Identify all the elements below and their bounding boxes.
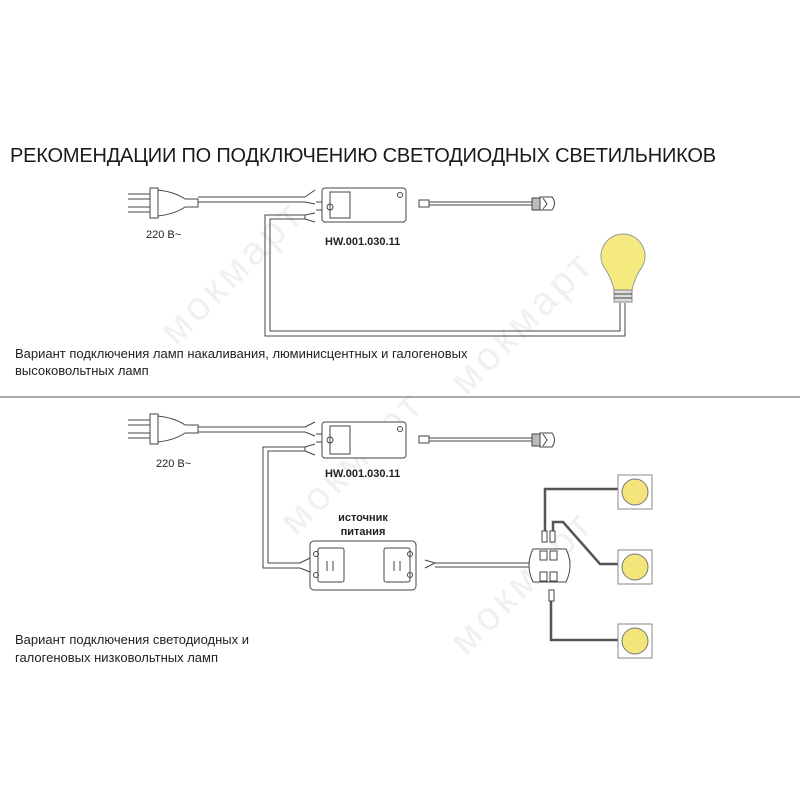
led-lamp-icon xyxy=(617,549,653,585)
junction-box xyxy=(528,530,571,602)
caption-line: Вариант подключения ламп накаливания, лю… xyxy=(15,346,468,361)
model-label: HW.001.030.11 xyxy=(325,468,401,480)
light-bulb-icon xyxy=(600,233,646,303)
mains-cable xyxy=(198,189,626,337)
caption-line: Вариант подключения светодиодных и xyxy=(15,632,249,647)
low-voltage-cable xyxy=(424,559,531,569)
caption-line: галогеновых низковольтных ламп xyxy=(15,650,218,665)
lamp-wires xyxy=(543,487,618,642)
caption-line: высоковольтных ламп xyxy=(15,363,149,378)
mains-cable xyxy=(198,421,316,573)
led-lamp-icon xyxy=(617,623,653,659)
power-supply-box xyxy=(309,540,417,591)
power-supply-label-line: питания xyxy=(340,526,386,538)
page-title: РЕКОМЕНДАЦИИ ПО ПОДКЛЮЧЕНИЮ СВЕТОДИОДНЫХ… xyxy=(10,145,716,167)
plug-icon xyxy=(128,187,199,219)
led-lamp-icon xyxy=(617,474,653,510)
power-supply-label-line: источник xyxy=(338,512,388,524)
sensor-switch-box xyxy=(316,187,407,223)
sensor-switch-box xyxy=(316,421,407,459)
power-supply-label: источник питания xyxy=(323,511,403,539)
plug-icon xyxy=(128,413,199,445)
model-label: HW.001.030.11 xyxy=(325,236,401,248)
sensor-cable xyxy=(418,432,555,448)
voltage-label: 220 В~ xyxy=(156,458,192,470)
voltage-label: 220 В~ xyxy=(146,229,182,241)
sensor-cable xyxy=(418,196,555,211)
